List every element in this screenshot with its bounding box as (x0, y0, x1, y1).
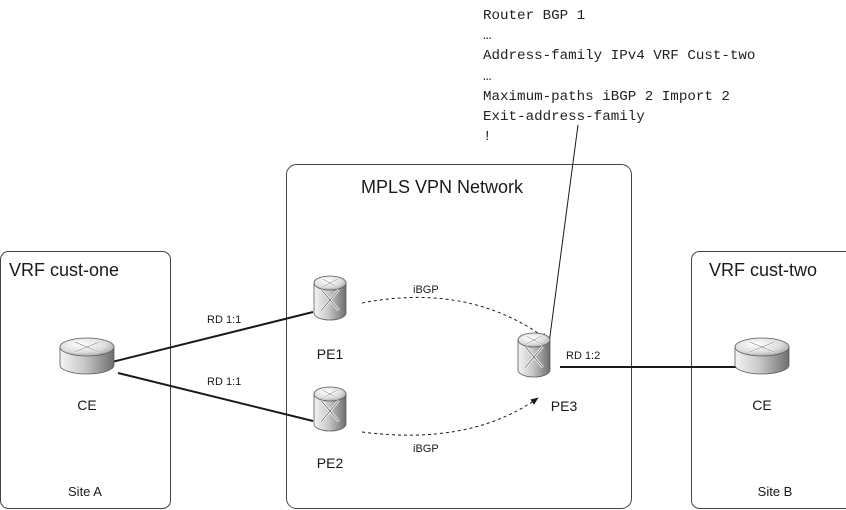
router-pe1-icon (313, 275, 347, 321)
router-ce-b-icon (734, 337, 790, 375)
link-ce-pe2-label: RD 1:1 (207, 376, 241, 388)
config-line-2: … (483, 28, 492, 45)
config-line-6: Exit-address-family (483, 108, 645, 125)
ibgp-session-pe2-pe3 (361, 397, 539, 436)
bgp-config-block: Router BGP 1 … Address-family IPv4 VRF Cus… (483, 6, 755, 147)
ibgp-session-pe1-pe3-label: iBGP (413, 284, 439, 296)
site-a-box (0, 251, 171, 509)
router-ce-a-label: CE (77, 397, 96, 413)
router-ce-b-label: CE (752, 397, 771, 413)
mpls-network-box (286, 164, 632, 509)
router-pe3-icon (517, 332, 551, 378)
mpls-network-title: MPLS VPN Network (361, 177, 524, 197)
link-ce-pe2 (117, 372, 314, 422)
router-ce-a-icon (59, 337, 115, 375)
router-pe2-label: PE2 (317, 455, 344, 471)
config-line-4: … (483, 68, 492, 85)
config-line-1: Router BGP 1 (483, 8, 586, 24)
link-ce-pe1 (103, 311, 314, 365)
config-callout-line (547, 124, 579, 352)
site-a-footer: Site A (68, 484, 102, 499)
link-pe3-ce-label: RD 1:2 (566, 350, 600, 362)
config-line-3: Address-family IPv4 VRF Cust-two (483, 48, 756, 65)
router-pe1-label: PE1 (317, 346, 344, 362)
config-line-5: Maximum-paths iBGP 2 Import 2 (483, 88, 730, 105)
ibgp-session-pe2-pe3-label: iBGP (413, 443, 439, 455)
site-a-title: VRF cust-one (9, 260, 119, 280)
config-line-7: ! (483, 129, 492, 146)
router-pe3-label: PE3 (551, 398, 578, 414)
ibgp-session-pe1-pe3 (361, 296, 549, 341)
site-b-box (691, 251, 846, 509)
link-ce-pe1-label: RD 1:1 (207, 314, 241, 326)
router-pe2-icon (313, 386, 347, 432)
site-b-footer: Site B (758, 484, 793, 499)
site-b-title: VRF cust-two (709, 260, 817, 280)
